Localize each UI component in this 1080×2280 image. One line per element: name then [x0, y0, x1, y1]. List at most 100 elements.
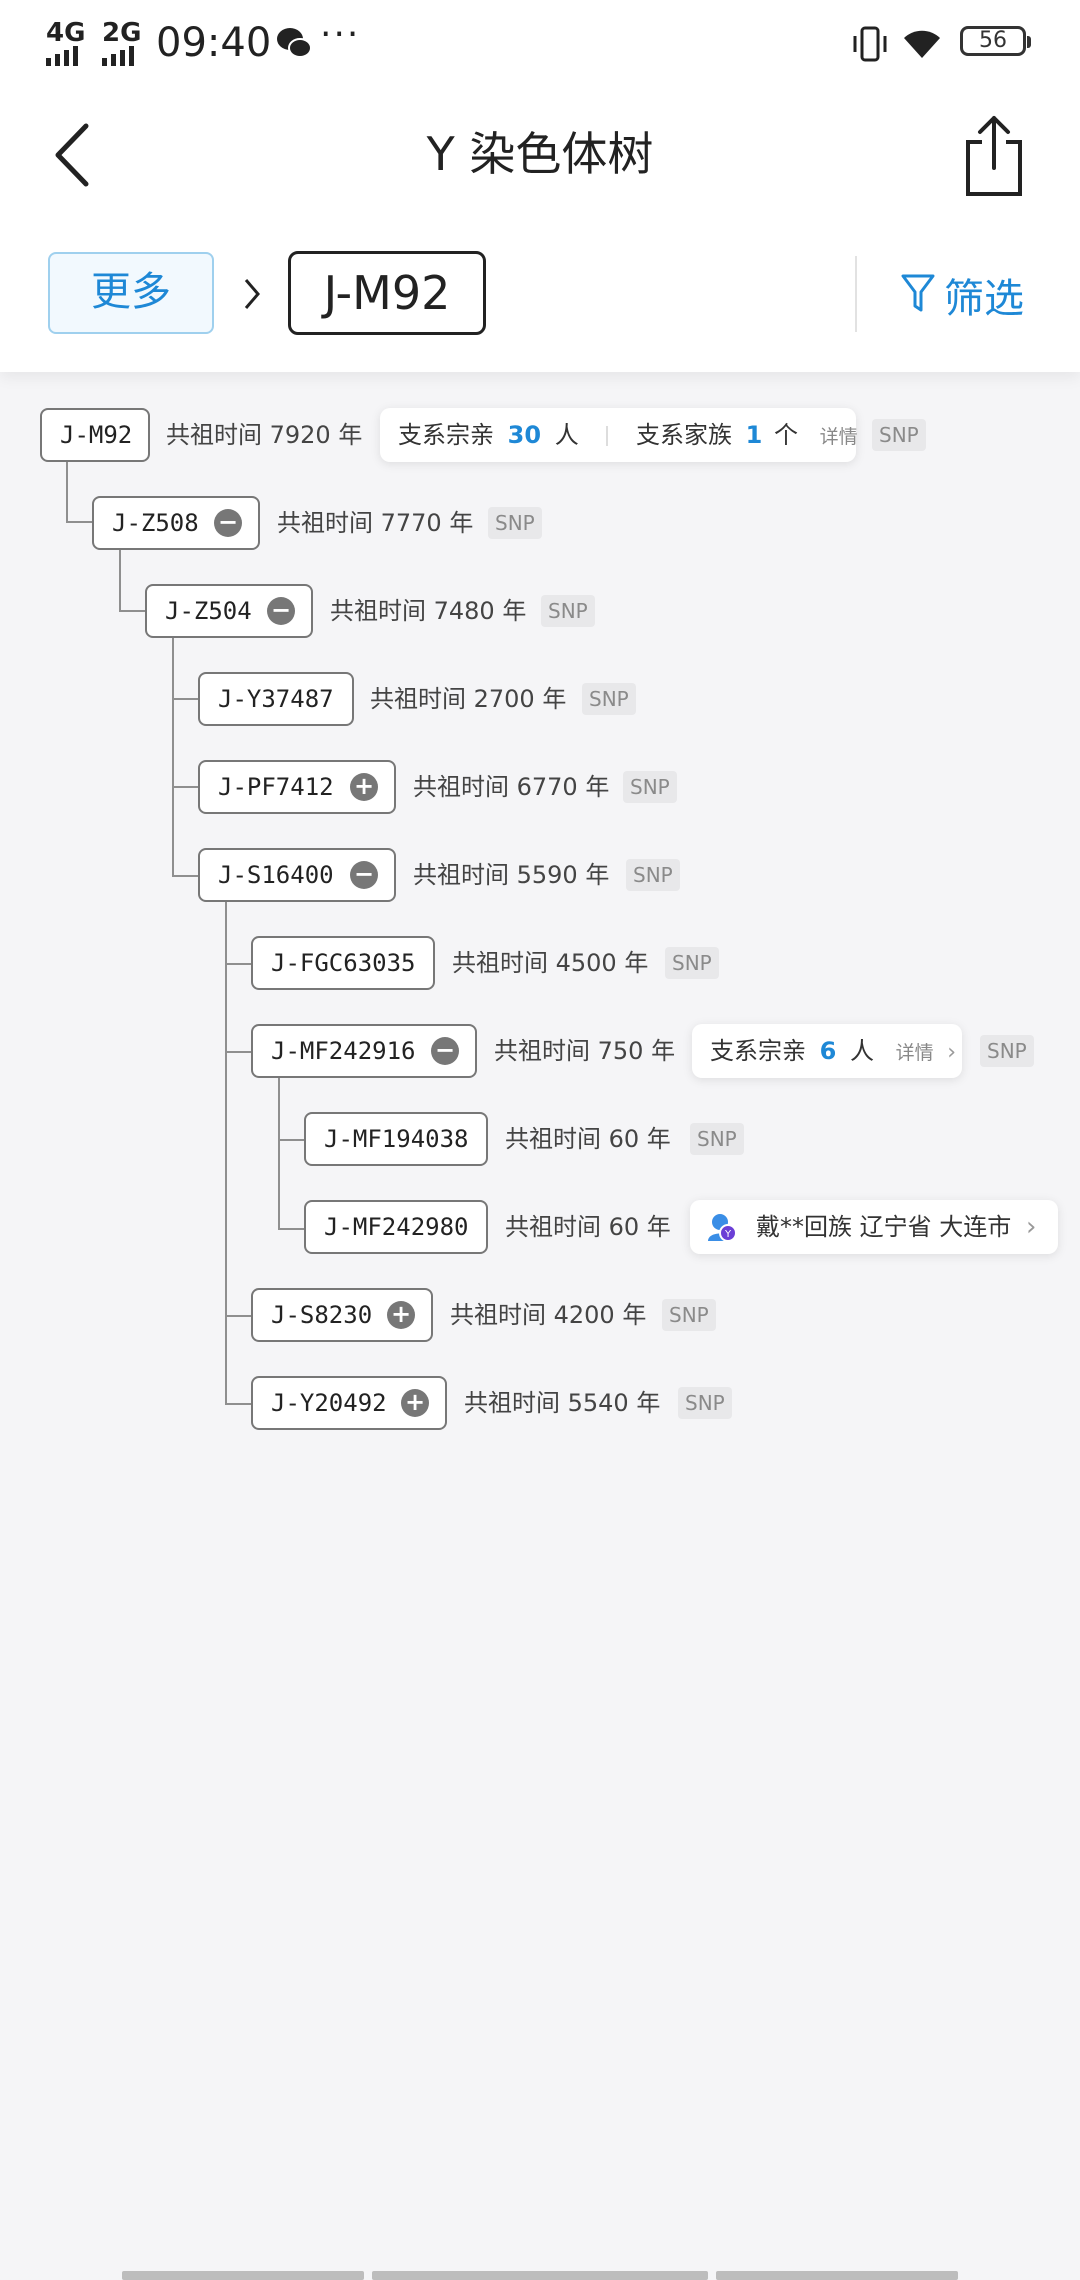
snp-badge[interactable]: SNP	[662, 1299, 716, 1331]
tree-node-j-pf7412[interactable]: J-PF7412 +	[198, 760, 396, 814]
node-id: J-M92	[60, 421, 133, 449]
network-4g-label: 4G	[46, 18, 86, 48]
tree-connector	[278, 1228, 304, 1230]
chevron-right-icon: ›	[947, 1040, 957, 1065]
divider	[855, 256, 857, 332]
tree-node-j-z504[interactable]: J-Z504 −	[145, 584, 313, 638]
tree-connector	[66, 521, 92, 523]
expand-icon[interactable]: +	[350, 773, 378, 801]
detail-link[interactable]: 详情	[895, 1042, 934, 1064]
node-id: J-MF242980	[324, 1213, 469, 1241]
tree-connector	[119, 610, 145, 612]
tmrca-label: 共祖时间 2700 年	[370, 685, 567, 713]
tree-node-j-s16400[interactable]: J-S16400 −	[198, 848, 396, 902]
tree-node-j-mf242980[interactable]: J-MF242980	[304, 1200, 488, 1254]
home-indicator	[372, 2271, 708, 2280]
tree-node-j-y20492[interactable]: J-Y20492 +	[251, 1376, 447, 1430]
tmrca-label: 共祖时间 7770 年	[277, 509, 474, 537]
tree-node-j-mf242916[interactable]: J-MF242916 −	[251, 1024, 477, 1078]
tmrca-label: 共祖时间 6770 年	[413, 773, 610, 801]
branch-family-label: 支系家族	[635, 421, 732, 449]
snp-badge[interactable]: SNP	[582, 683, 636, 715]
tree-connector	[225, 1051, 251, 1053]
tree-connector	[225, 1315, 251, 1317]
vibrate-icon	[853, 26, 887, 62]
tree-connector	[225, 902, 227, 1404]
tmrca-label: 共祖时间 7920 年	[166, 421, 363, 449]
node-id: J-MF194038	[324, 1125, 469, 1153]
tree-connector	[225, 963, 251, 965]
chevron-right-icon: ›	[1026, 1212, 1037, 1242]
tree-node-j-mf194038[interactable]: J-MF194038	[304, 1112, 488, 1166]
home-indicator	[122, 2271, 364, 2280]
wechat-icon	[277, 28, 312, 58]
status-bar: 4G 2G 09:40 ··· 56	[0, 12, 1080, 72]
tree-node-j-fgc63035[interactable]: J-FGC63035	[251, 936, 435, 990]
tmrca-label: 共祖时间 750 年	[494, 1037, 676, 1065]
node-id: J-S8230	[271, 1301, 373, 1329]
separator	[606, 426, 609, 446]
snp-badge[interactable]: SNP	[690, 1123, 744, 1155]
member-card[interactable]: Y 戴**回族 辽宁省 大连市 ›	[690, 1200, 1058, 1254]
snp-badge[interactable]: SNP	[541, 595, 595, 627]
svg-text:Y: Y	[724, 1229, 732, 1240]
tree-connector	[172, 637, 174, 876]
signal-icon	[46, 46, 78, 66]
branch-relatives-label: 支系宗亲	[398, 421, 494, 449]
snp-badge[interactable]: SNP	[678, 1387, 732, 1419]
tmrca-label: 共祖时间 60 年	[505, 1125, 671, 1153]
filter-label: 筛选	[944, 276, 1024, 322]
family-unit: 个	[773, 421, 798, 449]
tree-connector	[172, 786, 198, 788]
branch-summary-card[interactable]: 支系宗亲 30 人 支系家族 1 个 详情 ›	[380, 408, 880, 462]
tmrca-label: 共祖时间 4200 年	[450, 1301, 647, 1329]
tmrca-label: 共祖时间 5540 年	[464, 1389, 661, 1417]
more-button[interactable]: 更多	[48, 252, 214, 334]
back-arrow-icon[interactable]	[50, 120, 100, 190]
battery-indicator: 56	[960, 26, 1031, 56]
snp-badge[interactable]: SNP	[623, 771, 677, 803]
node-id: J-Y20492	[271, 1389, 387, 1417]
breadcrumb-chevron-icon	[244, 279, 260, 309]
more-notifications-icon: ···	[320, 14, 361, 55]
home-indicator	[716, 2271, 958, 2280]
tree-connector	[278, 1078, 280, 1229]
tree-connector	[278, 1139, 304, 1141]
share-icon[interactable]	[962, 114, 1026, 198]
branch-summary-card[interactable]: 支系宗亲 6 人 详情 ›	[692, 1024, 962, 1078]
collapse-icon[interactable]: −	[267, 597, 295, 625]
tmrca-label: 共祖时间 7480 年	[330, 597, 527, 625]
snp-badge[interactable]: SNP	[626, 859, 680, 891]
tree-node-j-s8230[interactable]: J-S8230 +	[251, 1288, 433, 1342]
collapse-icon[interactable]: −	[431, 1037, 459, 1065]
collapse-icon[interactable]: −	[214, 509, 242, 537]
filter-icon	[901, 274, 935, 312]
branch-relatives-count: 30	[507, 421, 542, 449]
tree-node-j-y37487[interactable]: J-Y37487	[198, 672, 354, 726]
page-title: Y 染色体树	[426, 127, 654, 181]
collapse-icon[interactable]: −	[350, 861, 378, 889]
clock: 09:40	[156, 20, 272, 66]
snp-badge[interactable]: SNP	[980, 1035, 1034, 1067]
person-unit: 人	[849, 1037, 874, 1065]
tree-node-j-m92[interactable]: J-M92	[40, 408, 150, 462]
network-2g-label: 2G	[102, 18, 142, 48]
wifi-icon	[904, 30, 940, 58]
branch-relatives-label: 支系宗亲	[710, 1037, 806, 1065]
node-id: J-Z508	[112, 509, 199, 537]
member-info: 戴**回族 辽宁省 大连市	[756, 1213, 1012, 1241]
tmrca-label: 共祖时间 4500 年	[452, 949, 649, 977]
snp-badge[interactable]: SNP	[872, 419, 926, 451]
expand-icon[interactable]: +	[387, 1301, 415, 1329]
breadcrumb-current-node[interactable]: J-M92	[288, 251, 486, 335]
node-id: J-MF242916	[271, 1037, 416, 1065]
tmrca-label: 共祖时间 5590 年	[413, 861, 610, 889]
snp-badge[interactable]: SNP	[665, 947, 719, 979]
node-id: J-Z504	[165, 597, 252, 625]
detail-link[interactable]: 详情	[819, 426, 858, 448]
expand-icon[interactable]: +	[401, 1389, 429, 1417]
tree-connector	[172, 698, 198, 700]
snp-badge[interactable]: SNP	[488, 507, 542, 539]
tree-node-j-z508[interactable]: J-Z508 −	[92, 496, 260, 550]
node-id: J-PF7412	[218, 773, 334, 801]
